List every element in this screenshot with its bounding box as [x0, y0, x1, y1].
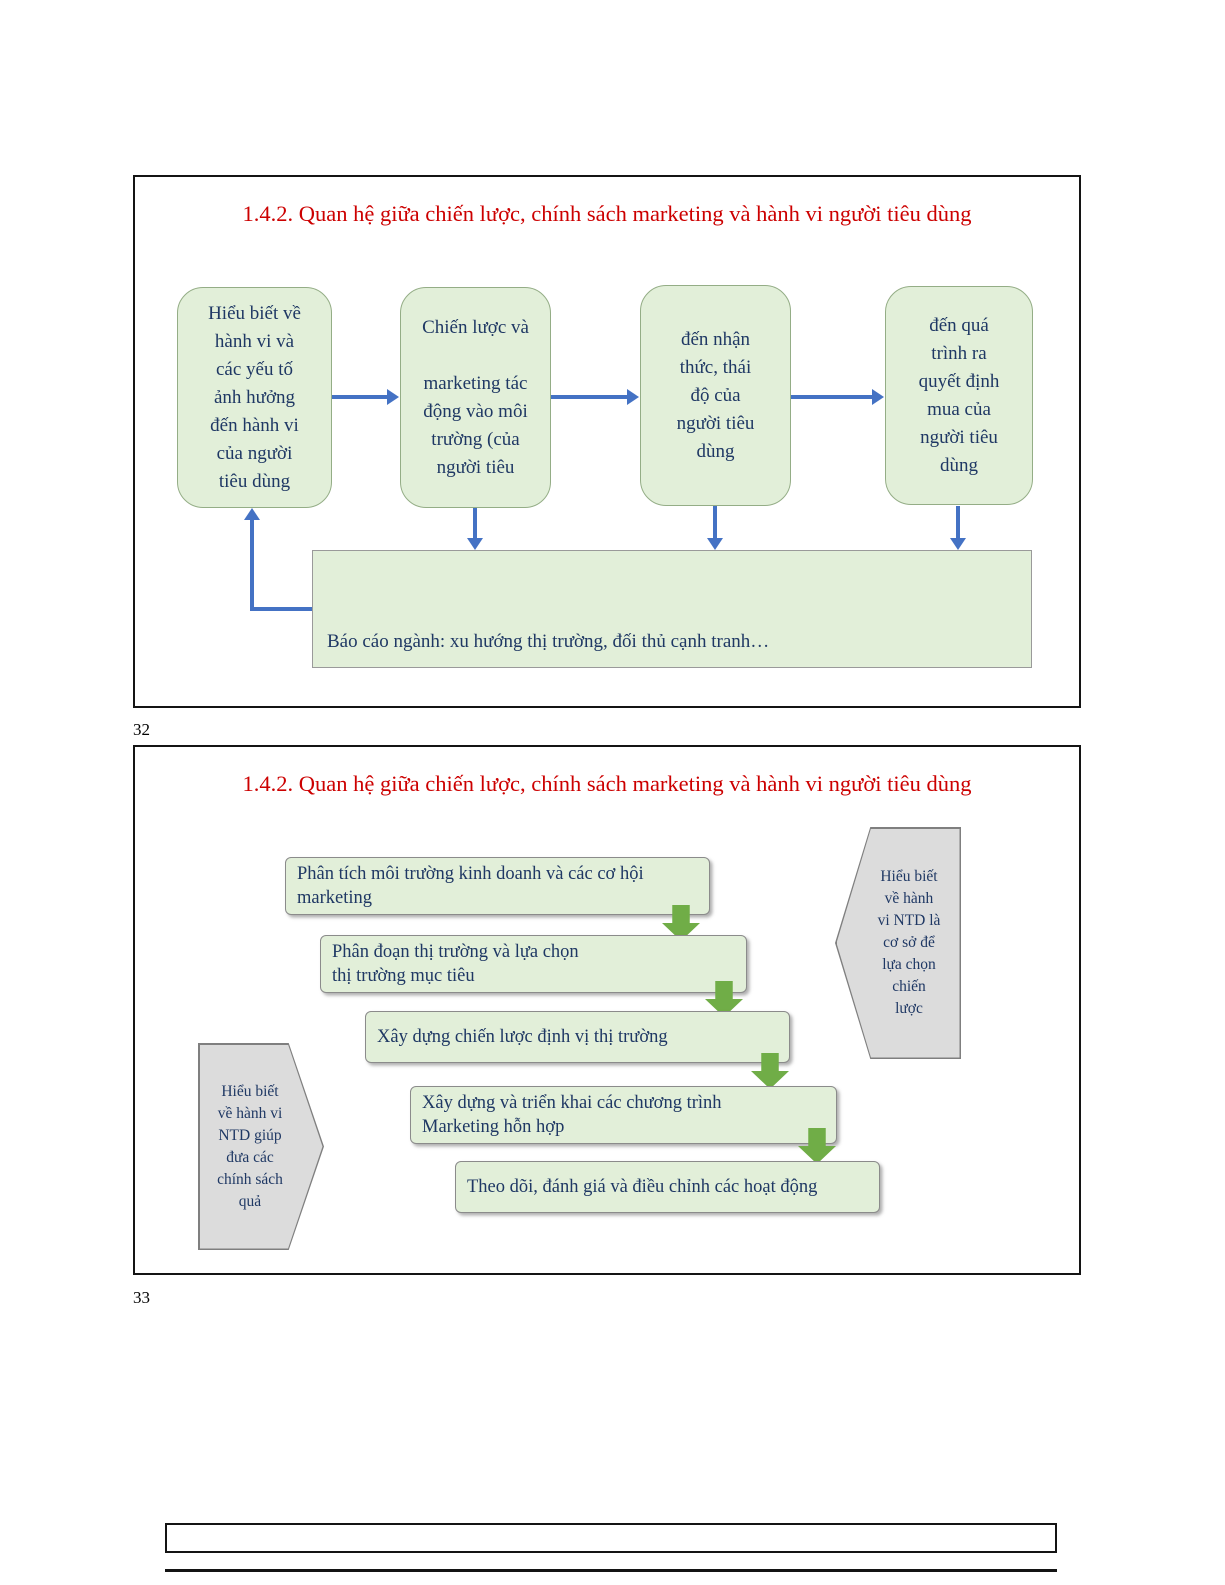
- down-arrow-icon-1: [467, 508, 483, 550]
- report-box-text: Báo cáo ngành: xu hướng thị trường, đối …: [327, 631, 770, 652]
- page-number-32: 32: [133, 720, 150, 739]
- down-arrow-icon-2: [707, 506, 723, 550]
- slide-33: 1.4.2. Quan hệ giữa chiến lược, chính sá…: [133, 745, 1081, 1275]
- page-number-33: 33: [133, 1288, 150, 1307]
- feedback-up-arrow-icon: [244, 508, 260, 611]
- slide1-title: 1.4.2. Quan hệ giữa chiến lược, chính sá…: [242, 201, 972, 226]
- step-box-3: Xây dựng chiến lược định vị thị trường: [365, 1011, 790, 1063]
- right-arrow-icon-2: [551, 389, 639, 405]
- left-callout-text: Hiểu biết về hành vi NTD giúp đưa các ch…: [199, 1044, 323, 1249]
- step-box-5: Theo dõi, đánh giá và điều chỉnh các hoạ…: [455, 1161, 880, 1213]
- flow-box-marketing-strategy: Chiến lược và marketing tác động vào môi…: [400, 287, 551, 508]
- step-box-1: Phân tích môi trường kinh doanh và các c…: [285, 857, 710, 915]
- feedback-arrow-horizontal: [252, 607, 314, 611]
- flow-box-consumer-behavior: Hiểu biết về hành vi và các yếu tố ảnh h…: [177, 287, 332, 508]
- footer-box: [165, 1523, 1057, 1553]
- flow-box-perception-attitude: đến nhận thức, thái độ của người tiêu dù…: [640, 285, 791, 506]
- slide-32: 1.4.2. Quan hệ giữa chiến lược, chính sá…: [133, 175, 1081, 708]
- right-arrow-icon-3: [791, 389, 884, 405]
- down-arrow-icon-3: [950, 506, 966, 550]
- flow-box-purchase-decision: đến quá trình ra quyết định mua của ngườ…: [885, 286, 1033, 505]
- step-box-2: Phân đoạn thị trường và lựa chọn thị trư…: [320, 935, 747, 993]
- right-callout-text: Hiểu biết về hành vi NTD là cơ sở để lựa…: [836, 828, 960, 1058]
- slide2-title: 1.4.2. Quan hệ giữa chiến lược, chính sá…: [242, 771, 972, 796]
- right-arrow-icon-1: [332, 389, 399, 405]
- step-box-4: Xây dựng và triển khai các chương trình …: [410, 1086, 837, 1144]
- report-box: Báo cáo ngành: xu hướng thị trường, đối …: [312, 550, 1032, 668]
- right-callout: Hiểu biết về hành vi NTD là cơ sở để lựa…: [835, 827, 961, 1059]
- footer-line: [165, 1569, 1057, 1572]
- left-callout: Hiểu biết về hành vi NTD giúp đưa các ch…: [198, 1043, 324, 1250]
